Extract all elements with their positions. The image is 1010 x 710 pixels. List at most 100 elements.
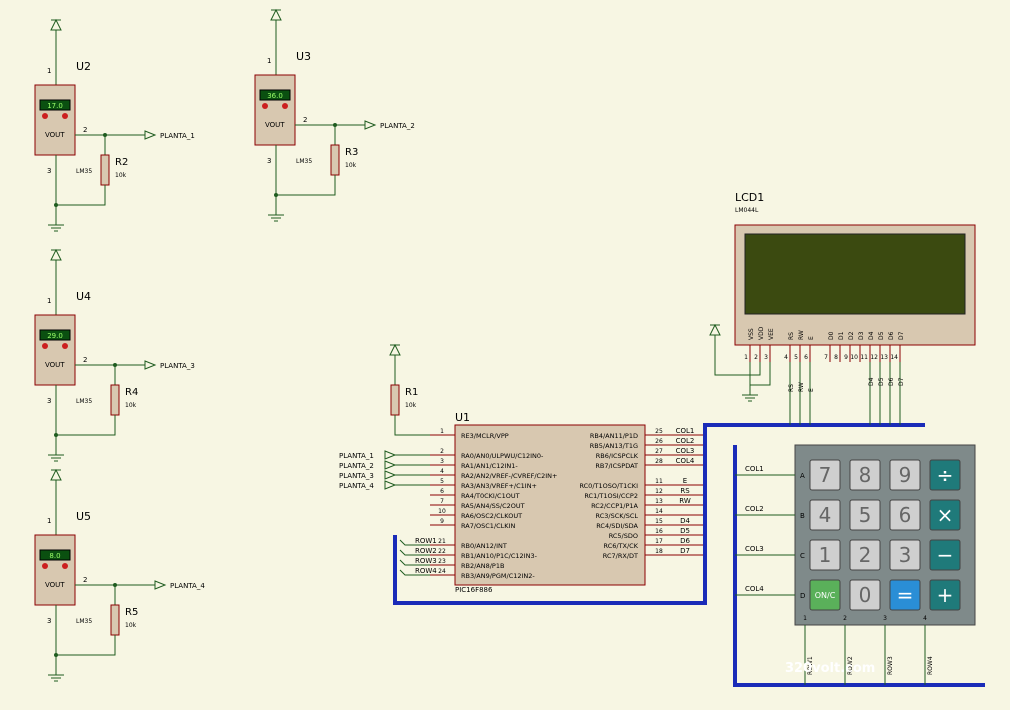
pin-number: 5 <box>794 354 798 361</box>
pin-number: 28 <box>655 458 663 465</box>
net-arrow-icon <box>384 480 397 490</box>
lm35-body <box>254 74 296 146</box>
key-face <box>889 539 921 571</box>
resistor-body <box>100 154 110 186</box>
keypad-key[interactable]: = <box>889 579 921 611</box>
net-label: RS <box>788 384 795 392</box>
junction-dot <box>54 433 58 437</box>
pin-name: RC3/SCK/SCL <box>596 512 639 520</box>
pin-number: 8 <box>834 354 838 361</box>
pin-name: D5 <box>878 331 885 340</box>
power-arrow-icon <box>270 8 282 21</box>
pin-number: 7 <box>440 498 444 505</box>
lm35-body <box>34 84 76 156</box>
keypad-key[interactable]: 1 <box>809 539 841 571</box>
keypad-key[interactable]: 0 <box>849 579 881 611</box>
keypad-key[interactable]: 2 <box>849 539 881 571</box>
pin-name: RC0/T1OSO/T1CKI <box>579 482 638 490</box>
keypad-col-number: 2 <box>843 615 847 622</box>
keypad-key[interactable]: − <box>929 539 961 571</box>
decrease-button-icon <box>262 103 268 109</box>
key-label: 4 <box>819 503 832 527</box>
component-ref: U3 <box>296 50 311 63</box>
supply-wire <box>714 335 761 376</box>
pin-name: D6 <box>888 331 895 340</box>
keypad-key[interactable]: ON/C <box>809 579 841 611</box>
junction-dot <box>333 123 337 127</box>
net-label: D7 <box>680 547 690 555</box>
ground-wire <box>56 635 116 656</box>
key-face <box>889 499 921 531</box>
temp-display <box>39 99 71 111</box>
key-label: = <box>897 583 914 607</box>
power-arrow-icon <box>50 468 62 481</box>
watermark: 320volt.com <box>785 661 875 676</box>
component-ref: U1 <box>455 411 470 424</box>
resistor-body <box>110 384 120 416</box>
component-value: 10k <box>405 402 417 409</box>
net-label: D4 <box>680 517 690 525</box>
keypad-row-letter: D <box>800 592 805 600</box>
resistor-body <box>330 144 340 176</box>
keypad-key[interactable]: + <box>929 579 961 611</box>
key-face <box>809 579 841 611</box>
pin-name: VSS <box>748 328 755 340</box>
pin-name: RW <box>798 330 805 340</box>
net-arrow-icon <box>384 470 397 480</box>
key-face <box>929 579 961 611</box>
keypad-key[interactable]: 3 <box>889 539 921 571</box>
data-bus <box>393 423 925 605</box>
pin-number: 5 <box>440 478 444 485</box>
net-label: ROW1 <box>415 537 437 545</box>
pin-number: 27 <box>655 448 663 455</box>
keypad-key[interactable]: 8 <box>849 459 881 491</box>
pin-number: 4 <box>440 468 444 475</box>
pin-number: 1 <box>440 428 444 435</box>
keypad-key[interactable]: 6 <box>889 499 921 531</box>
increase-button-icon <box>62 113 68 119</box>
keypad-key[interactable]: 4 <box>809 499 841 531</box>
pin-number: 23 <box>438 558 446 565</box>
keypad-key[interactable]: ÷ <box>929 459 961 491</box>
pin-name: D4 <box>868 331 875 340</box>
pin-number: 6 <box>440 488 444 495</box>
temperature-readout: 8.0 <box>49 552 60 560</box>
key-label: 1 <box>819 543 832 567</box>
component-ref: R2 <box>115 157 128 168</box>
pin-name: RA2/AN2/VREF-/CVREF/C2IN+ <box>461 472 557 480</box>
pin-number: 10 <box>438 508 446 515</box>
net-label: ROW4 <box>415 567 437 575</box>
key-label: 7 <box>819 463 832 487</box>
pin-name: RC4/SDI/SDA <box>596 522 638 530</box>
net-label: D4 <box>868 377 875 386</box>
pin-name: VOUT <box>265 121 285 129</box>
net-label: D5 <box>680 527 690 535</box>
pin-name: E <box>808 336 815 340</box>
pin-name: RC6/TX/CK <box>604 542 639 550</box>
keypad-key[interactable]: 5 <box>849 499 881 531</box>
pin-name: D3 <box>858 331 865 340</box>
pin-number: 2 <box>754 354 758 361</box>
key-label: + <box>937 583 954 607</box>
pin-number: 13 <box>655 498 663 505</box>
keypad-key[interactable]: 7 <box>809 459 841 491</box>
component-ref: U5 <box>76 510 91 523</box>
keypad-key[interactable]: × <box>929 499 961 531</box>
key-face <box>929 539 961 571</box>
net-arrow-icon <box>384 460 397 470</box>
pin-number: 3 <box>267 157 271 165</box>
pin-number: 11 <box>860 354 868 361</box>
pin-number: 13 <box>880 354 888 361</box>
net-label: ROW2 <box>847 656 854 675</box>
ground-wire <box>749 362 771 386</box>
component-ref: R5 <box>125 607 138 618</box>
key-face <box>809 499 841 531</box>
pin-number: 14 <box>890 354 898 361</box>
key-label: ON/C <box>815 591 836 600</box>
pin-name: VOUT <box>45 361 65 369</box>
pin-number: 2 <box>83 356 87 364</box>
keypad-key[interactable]: 9 <box>889 459 921 491</box>
pin-name: D0 <box>828 331 835 340</box>
net-label: D5 <box>878 377 885 386</box>
